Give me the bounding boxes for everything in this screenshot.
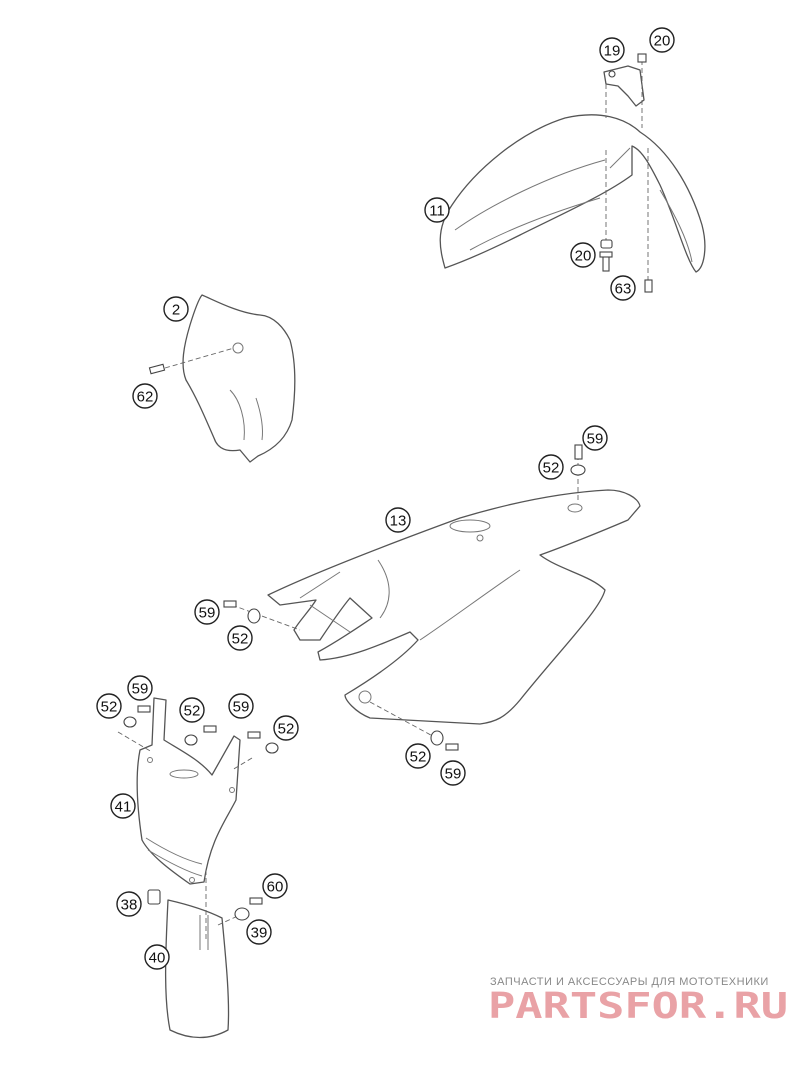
svg-text:52: 52 (101, 699, 118, 716)
svg-text:52: 52 (278, 721, 295, 738)
callout-39[interactable]: 39 (246, 919, 272, 945)
svg-text:59: 59 (199, 605, 216, 622)
callout-11[interactable]: 11 (424, 197, 450, 223)
svg-text:19: 19 (604, 43, 621, 60)
watermark-brand: PARTSFOR.RU (488, 986, 788, 1027)
callout-60[interactable]: 60 (262, 873, 288, 899)
washer[interactable] (570, 464, 586, 476)
screw[interactable] (203, 725, 217, 733)
fender-bracket[interactable] (603, 65, 645, 107)
washer[interactable] (430, 730, 444, 746)
mud-flap[interactable] (164, 899, 230, 1039)
callout-59[interactable]: 59 (127, 675, 153, 701)
rear-fender-lower-part[interactable] (136, 697, 241, 885)
svg-text:38: 38 (121, 897, 138, 914)
watermark-tagline: ЗАПЧАСТИ И АКСЕССУАРЫ ДЛЯ МОТОТЕХНИКИ (490, 976, 769, 988)
svg-text:63: 63 (615, 281, 632, 298)
screw[interactable] (137, 705, 151, 713)
nut-clip[interactable] (147, 889, 161, 905)
svg-text:59: 59 (587, 431, 604, 448)
callout-62[interactable]: 62 (132, 383, 158, 409)
svg-text:52: 52 (410, 749, 427, 766)
svg-text:52: 52 (543, 460, 560, 477)
bolt[interactable] (644, 279, 653, 293)
callout-52[interactable]: 52 (273, 715, 299, 741)
svg-text:39: 39 (251, 925, 268, 942)
callout-52[interactable]: 52 (179, 697, 205, 723)
callout-40[interactable]: 40 (144, 944, 170, 970)
svg-text:11: 11 (429, 203, 445, 220)
svg-text:2: 2 (172, 302, 180, 319)
callout-20[interactable]: 20 (649, 27, 675, 53)
callout-63[interactable]: 63 (610, 275, 636, 301)
screw[interactable] (148, 363, 166, 375)
svg-text:59: 59 (233, 699, 250, 716)
washer[interactable] (247, 608, 261, 624)
callout-52[interactable]: 52 (96, 693, 122, 719)
callout-59[interactable]: 59 (440, 760, 466, 786)
callout-52[interactable]: 52 (227, 625, 253, 651)
callout-20[interactable]: 20 (570, 242, 596, 268)
callout-59[interactable]: 59 (228, 693, 254, 719)
svg-text:52: 52 (184, 703, 201, 720)
callout-52[interactable]: 52 (405, 743, 431, 769)
callout-13[interactable]: 13 (385, 507, 411, 533)
svg-text:20: 20 (654, 33, 671, 50)
washer[interactable] (265, 742, 279, 754)
rear-fender[interactable] (267, 489, 641, 725)
callout-19[interactable]: 19 (599, 37, 625, 63)
svg-text:60: 60 (267, 879, 284, 896)
callout-41[interactable]: 41 (110, 793, 136, 819)
front-fender[interactable] (439, 114, 706, 273)
svg-text:41: 41 (115, 799, 132, 816)
number-plate[interactable] (182, 294, 296, 463)
washer[interactable] (123, 716, 137, 728)
screw[interactable] (247, 731, 261, 739)
bolt[interactable] (599, 251, 613, 272)
svg-text:52: 52 (232, 631, 249, 648)
washer[interactable] (184, 734, 198, 746)
svg-text:40: 40 (149, 950, 166, 967)
svg-text:59: 59 (445, 766, 462, 783)
callout-2[interactable]: 2 (163, 296, 189, 322)
svg-text:20: 20 (575, 248, 592, 265)
bolt[interactable] (637, 53, 647, 63)
bolt[interactable] (445, 743, 459, 751)
washer[interactable] (234, 907, 250, 921)
watermark: ЗАПЧАСТИ И АКСЕССУАРЫ ДЛЯ МОТОТЕХНИКИ PA… (488, 976, 788, 1027)
screw[interactable] (249, 897, 263, 905)
svg-text:59: 59 (132, 681, 149, 698)
callout-59[interactable]: 59 (194, 599, 220, 625)
svg-text:13: 13 (390, 513, 407, 530)
callout-52[interactable]: 52 (538, 454, 564, 480)
bolt[interactable] (574, 444, 583, 460)
washer[interactable] (600, 239, 613, 249)
callout-59[interactable]: 59 (582, 425, 608, 451)
svg-text:62: 62 (137, 389, 154, 406)
bolt[interactable] (223, 600, 237, 608)
callout-38[interactable]: 38 (116, 891, 142, 917)
